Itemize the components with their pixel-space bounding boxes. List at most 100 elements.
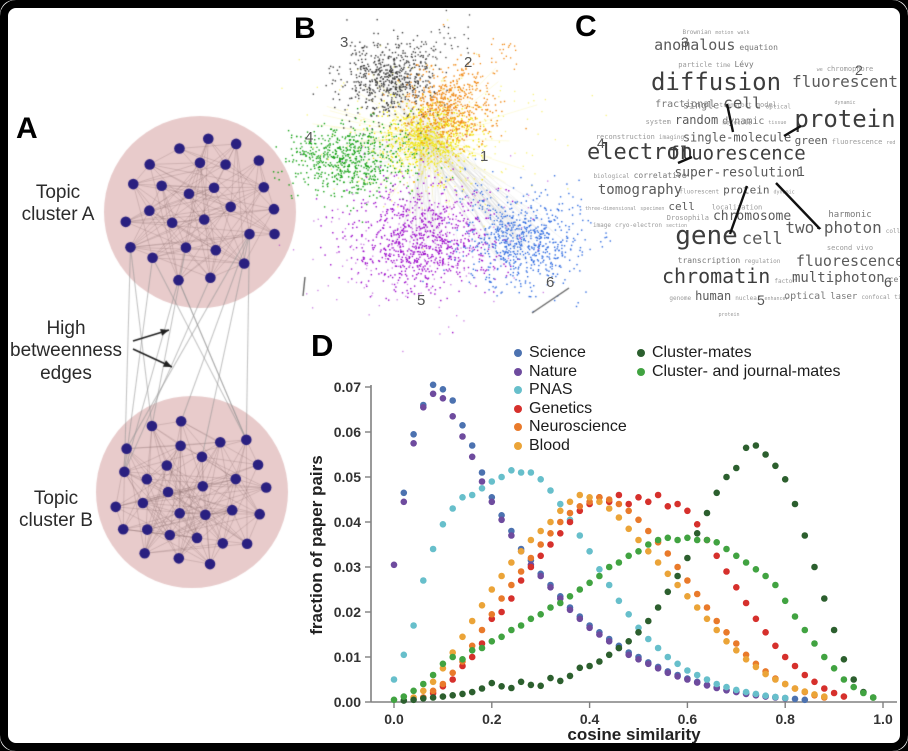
cloud-word: time — [716, 61, 731, 69]
legend-label: Science — [529, 344, 586, 362]
cloud-word: dynamic — [773, 189, 795, 195]
cloud-word: cell — [723, 93, 762, 113]
panel-d-letter: D — [311, 328, 334, 363]
high-betweenness-annotation: High betweenness edges — [10, 318, 122, 384]
cloud-word: dynamic — [722, 115, 765, 127]
cloud-word: transcription — [677, 255, 741, 265]
legend-item: Blood — [514, 437, 627, 456]
cloud-word: cell — [668, 200, 695, 214]
cloud-word: vivo — [856, 243, 874, 252]
cloud-word: red — [886, 140, 896, 147]
cloud-word: nuclear — [735, 294, 761, 302]
legend-label: Nature — [529, 362, 578, 380]
cloud-word: two-photon — [785, 218, 882, 238]
cloud-word: tomography — [597, 182, 683, 199]
cloud-word: dynamic — [834, 99, 856, 106]
cloud-word: correlative — [633, 170, 687, 180]
cloud-word: green — [794, 134, 828, 148]
cloud-word: enhancer — [764, 295, 789, 302]
cloud-word: chromatin — [661, 264, 771, 289]
legend-dot-icon — [514, 404, 522, 413]
cloud-word: optical — [784, 290, 827, 302]
legend-dot-icon — [514, 367, 522, 376]
cloud-word: system — [645, 117, 671, 126]
cloud-word: harmonic — [828, 210, 872, 221]
cloud-word: factor — [774, 278, 797, 286]
legend-label: Cluster-mates — [652, 344, 752, 362]
cloud-word: human — [695, 288, 732, 303]
legend-dot-icon — [637, 367, 645, 376]
word-cloud-3-number: 3 — [681, 34, 689, 50]
cloud-word: particle — [678, 60, 712, 69]
cloud-word: cell — [888, 275, 908, 285]
cloud-word: molecule — [722, 119, 752, 127]
cloud-word: tissue — [768, 119, 787, 126]
panel-c-letter: C — [575, 10, 597, 43]
cloud-word: protein — [718, 311, 740, 318]
cloud-word: super-resolution — [674, 165, 800, 181]
cloud-word: section — [665, 222, 688, 229]
legend-item: Neuroscience — [514, 418, 627, 437]
cloud-word: fluorescence — [831, 138, 883, 147]
cloud-word: image — [592, 221, 611, 229]
word-cloud-4-number: 4 — [597, 135, 605, 151]
legend-dot-icon — [637, 349, 645, 358]
cloud-word: we — [816, 67, 823, 74]
legend-item: Cluster-mates — [637, 344, 841, 363]
cloud-word: second — [826, 243, 853, 252]
legend-dot-icon — [514, 386, 522, 395]
cloud-word: fluorescent — [792, 72, 898, 92]
topic-cluster-a-label: Topic cluster A — [21, 182, 95, 226]
word-cloud-2-number: 2 — [855, 62, 863, 78]
legend-label: Genetics — [529, 399, 593, 417]
legend-label: Neuroscience — [529, 418, 627, 436]
legend-dot-icon — [514, 349, 522, 358]
word-cloud-cluster-6: harmonictwo-photoncollagensecondvivofluo… — [781, 204, 908, 302]
panel-b-letter: B — [294, 12, 316, 45]
word-cloud-1-number: 1 — [797, 163, 805, 179]
cloud-word: equation — [739, 43, 778, 53]
legend-item: Science — [514, 344, 627, 363]
legend-label: Cluster- and journal-mates — [652, 362, 841, 380]
cloud-word: biological — [593, 172, 630, 180]
cloud-word: single-molecule — [682, 130, 792, 144]
cloud-word: anomalous — [654, 36, 736, 55]
legend-label: Blood — [529, 436, 570, 454]
cloud-word: cryo-electron — [615, 221, 662, 229]
cloud-word: tissue — [894, 293, 908, 301]
cloud-word: optical — [765, 103, 791, 111]
legend-item: Genetics — [514, 400, 627, 419]
cloud-word: specimen — [640, 206, 665, 213]
cloud-word: regulation — [744, 257, 781, 265]
cloud-word: random — [674, 112, 719, 127]
cloud-word: motion — [715, 29, 734, 36]
panel-b-cluster-6-number: 6 — [546, 274, 555, 291]
panel-b-cluster-3-number: 3 — [340, 34, 349, 51]
legend-dot-icon — [514, 441, 522, 450]
panel-b-cluster-1-number: 1 — [480, 148, 489, 165]
cloud-word: three-dimensional — [585, 206, 637, 213]
cloud-word: laser — [830, 291, 858, 302]
cloud-word: imaging — [658, 134, 685, 141]
panel-b-cluster-5-number: 5 — [417, 292, 426, 309]
cloud-word: fluorescence — [668, 142, 806, 165]
legend-label: PNAS — [529, 381, 573, 399]
cloud-word: protein — [723, 183, 770, 196]
cloud-word: diffusion — [650, 67, 782, 96]
cloud-word: genome — [669, 294, 692, 302]
cloud-word: model — [755, 101, 777, 110]
cloud-word: Lévy — [734, 59, 754, 69]
legend-dot-icon — [514, 423, 522, 432]
cloud-word: multiphoton — [792, 270, 885, 287]
cloud-word: walk — [737, 29, 750, 36]
cloud-word: chromophore — [826, 65, 874, 74]
legend-item: Nature — [514, 363, 627, 382]
legend-item: Cluster- and journal-mates — [637, 363, 841, 382]
